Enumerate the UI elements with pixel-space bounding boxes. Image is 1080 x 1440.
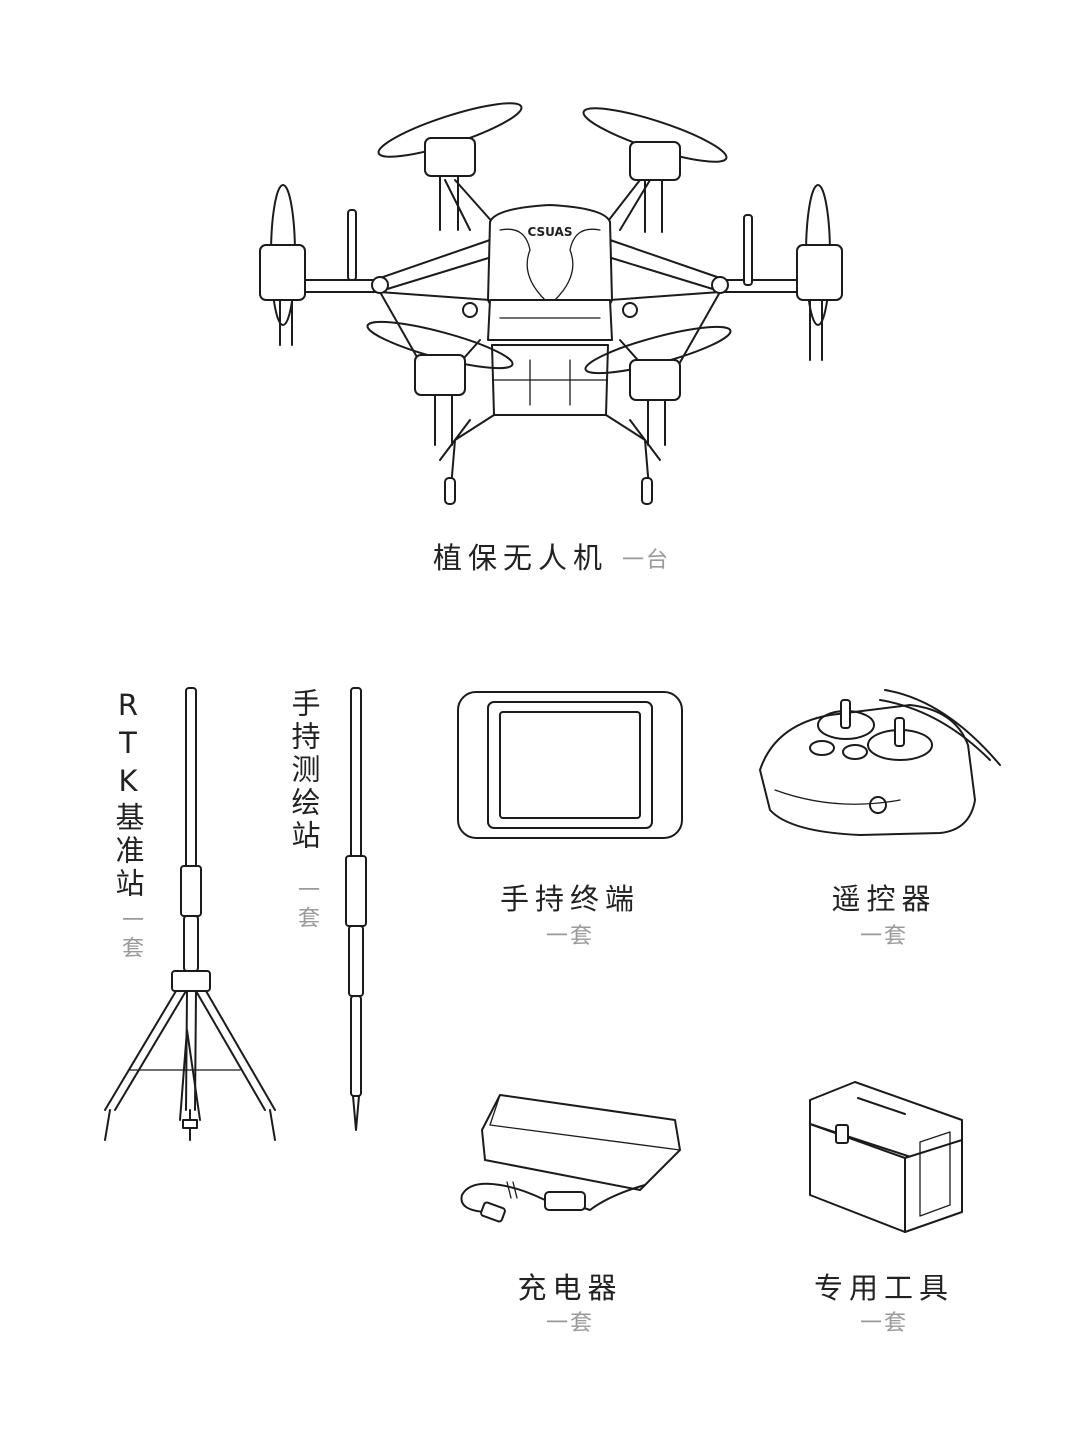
surveyor-qty: 一套: [294, 878, 319, 934]
toolbox-label: 专用工具: [813, 1271, 955, 1305]
drone-qty: 一台: [622, 548, 671, 573]
charger-label: 充电器: [517, 1271, 623, 1305]
drone-label: 植保无人机: [433, 541, 609, 575]
surveyor-label: 手持测绘站: [287, 688, 321, 853]
toolbox-qty: 一套: [859, 1311, 909, 1336]
charger-qty: 一套: [545, 1311, 595, 1336]
remote-qty: 一套: [859, 924, 909, 949]
rtk-qty: 一套: [118, 908, 143, 964]
terminal-qty: 一套: [545, 924, 595, 949]
rtk-label: RTK基准站: [111, 688, 145, 901]
drone-icon: CSUAS: [259, 102, 843, 505]
drone-logo: CSUAS: [528, 225, 573, 239]
remote-label: 遥控器: [831, 882, 937, 916]
terminal-label: 手持终端: [499, 882, 641, 916]
